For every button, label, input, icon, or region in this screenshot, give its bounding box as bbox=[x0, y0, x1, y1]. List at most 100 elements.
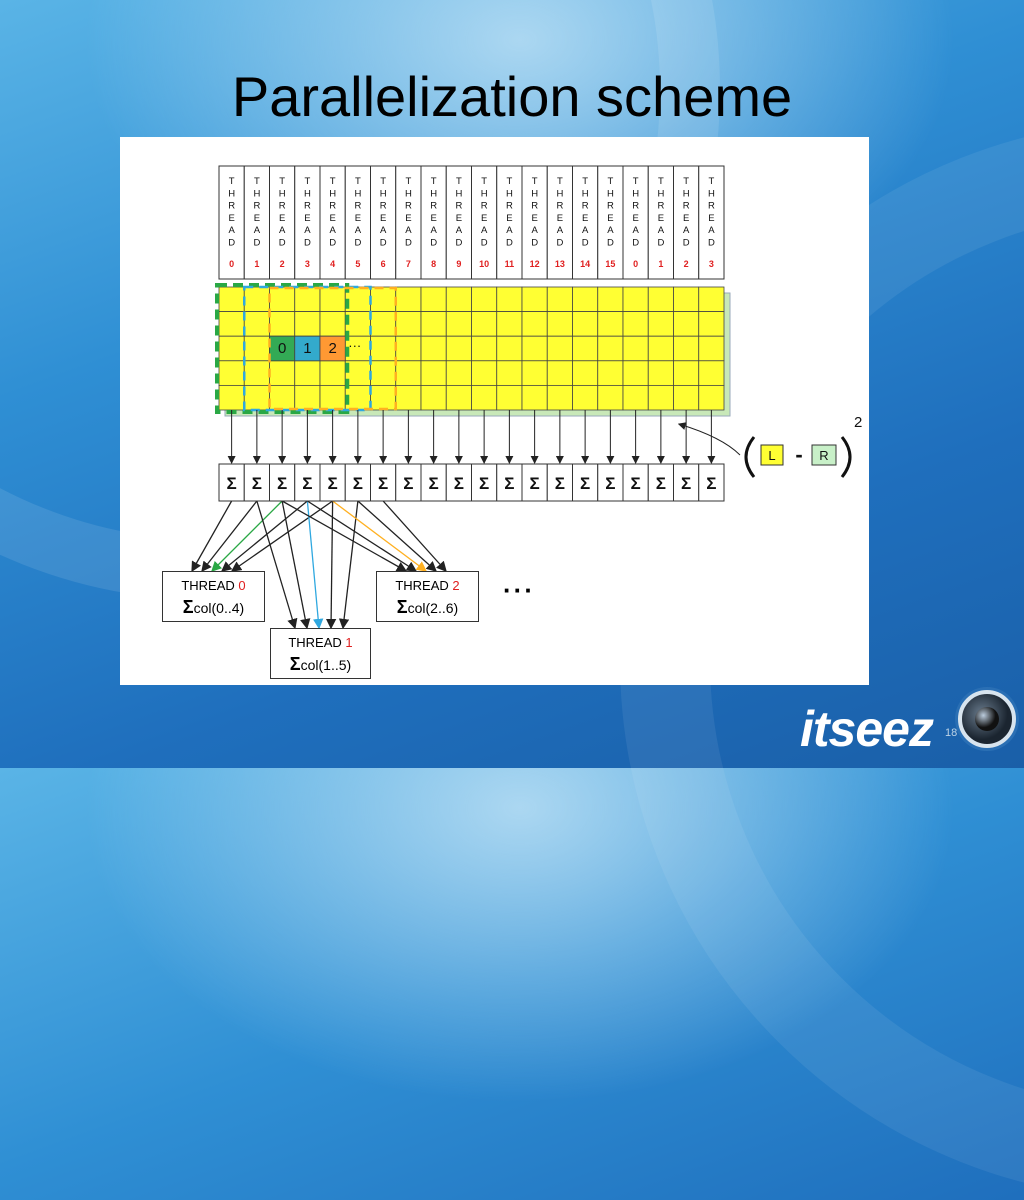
grid-cell bbox=[698, 311, 725, 337]
thread-header-letter: R bbox=[380, 201, 387, 212]
sum-symbol: Σ bbox=[706, 474, 716, 493]
grid-cell bbox=[243, 286, 270, 313]
sum-symbol: Σ bbox=[681, 474, 691, 493]
thread-header-letter: H bbox=[430, 188, 437, 199]
thread-box-0-sigma: Σ bbox=[182, 597, 194, 617]
thread-header-letter: A bbox=[607, 225, 614, 236]
thread-header-letter: E bbox=[355, 213, 361, 224]
grid-labeled-cell bbox=[294, 335, 321, 362]
grid-cell bbox=[370, 311, 397, 337]
thread-box-0-range: col(0..4) bbox=[193, 600, 245, 616]
thread-header-letter: E bbox=[632, 213, 638, 224]
sum-cell bbox=[572, 463, 599, 502]
sum-to-thread-0-line bbox=[211, 500, 283, 572]
grid-cell bbox=[496, 360, 523, 386]
formula-left-box bbox=[760, 444, 784, 466]
sum-cell bbox=[597, 463, 624, 502]
grid-cell bbox=[445, 311, 472, 337]
formula-minus: - bbox=[795, 442, 802, 467]
sum-cell bbox=[496, 463, 523, 502]
thread-header-letter: H bbox=[632, 188, 639, 199]
thread-header-id: 2 bbox=[280, 259, 285, 269]
thread-header-id: 4 bbox=[330, 259, 335, 269]
sum-symbol: Σ bbox=[530, 474, 540, 493]
thread-header-cell bbox=[622, 165, 649, 280]
grid-cell bbox=[319, 286, 346, 313]
thread-header-letter: R bbox=[607, 201, 614, 212]
grid-cell bbox=[647, 311, 674, 337]
thread-header-letter: E bbox=[456, 213, 462, 224]
thread-box-0: THREAD 0 Σcol(0..4) bbox=[162, 571, 265, 622]
grid-cell bbox=[218, 286, 245, 313]
thread-header-id: 1 bbox=[254, 259, 259, 269]
grid-cell bbox=[218, 384, 245, 411]
thread-header-letter: E bbox=[405, 213, 411, 224]
thread-header-letter: E bbox=[708, 213, 714, 224]
sum-to-thread-1-line bbox=[256, 500, 298, 630]
grid-cell bbox=[496, 384, 523, 411]
slide-title: Parallelization scheme bbox=[231, 65, 793, 128]
thread-header-cell bbox=[471, 165, 498, 280]
grid-cell bbox=[370, 384, 397, 411]
sum-cell bbox=[269, 463, 296, 502]
grid-cell bbox=[521, 384, 548, 411]
thread-header-letter: T bbox=[330, 176, 336, 187]
grid-cell bbox=[243, 335, 270, 362]
thread-header-letter: R bbox=[304, 201, 311, 212]
thread-box-2-id: 2 bbox=[452, 578, 460, 593]
thread-header-letter: T bbox=[279, 176, 285, 187]
grid-cell bbox=[420, 286, 447, 313]
thread-header-letter: R bbox=[329, 201, 336, 212]
thread-header-id: 0 bbox=[633, 259, 638, 269]
thread-header-letter: A bbox=[228, 225, 235, 236]
thread-header-letter: A bbox=[632, 225, 639, 236]
sum-to-thread-1-line bbox=[338, 500, 359, 630]
thread-header-id: 3 bbox=[305, 259, 310, 269]
formula-left-label: L bbox=[768, 448, 775, 463]
grid-cell bbox=[344, 384, 371, 411]
grid-cell bbox=[294, 360, 321, 386]
thread-header-cell bbox=[370, 165, 397, 280]
grid-cell bbox=[243, 311, 270, 337]
thread-header-letter: R bbox=[354, 201, 361, 212]
thread-header-letter: A bbox=[481, 225, 488, 236]
sum-cell bbox=[471, 463, 498, 502]
parallelization-diagram: THREAD0THREAD1THREAD2THREAD3THREAD4THREA… bbox=[191, 165, 862, 630]
thread-header-letter: T bbox=[355, 176, 361, 187]
thread-header-cell bbox=[294, 165, 321, 280]
grid-cell bbox=[471, 286, 498, 313]
grid-cell bbox=[622, 311, 649, 337]
grid-cell bbox=[572, 311, 599, 337]
grid-cell bbox=[294, 311, 321, 337]
thread-header-letter: A bbox=[355, 225, 362, 236]
thread-header-letter: R bbox=[582, 201, 589, 212]
thread-header-letter: R bbox=[430, 201, 437, 212]
grid-cell bbox=[521, 286, 548, 313]
grid-cell bbox=[218, 360, 245, 386]
thread-header-letter: E bbox=[506, 213, 512, 224]
grid-cell bbox=[673, 360, 700, 386]
thread-header-letter: D bbox=[632, 238, 639, 249]
grid-cell bbox=[521, 335, 548, 362]
sum-symbol: Σ bbox=[328, 474, 338, 493]
thread-header-letter: D bbox=[708, 238, 715, 249]
thread-header-letter: D bbox=[531, 238, 538, 249]
formula-exponent: 2 bbox=[854, 414, 862, 431]
thread-header-letter: E bbox=[380, 213, 386, 224]
grid-cell bbox=[673, 286, 700, 313]
formula-right-box bbox=[811, 444, 837, 466]
grid-cell bbox=[698, 384, 725, 411]
thread-header-letter: H bbox=[354, 188, 361, 199]
thread-header-letter: D bbox=[354, 238, 361, 249]
thread-header-letter: D bbox=[380, 238, 387, 249]
thread-header-letter: T bbox=[380, 176, 386, 187]
grid-cell bbox=[269, 311, 296, 337]
thread-header-letter: H bbox=[380, 188, 387, 199]
thread-header-letter: A bbox=[683, 225, 690, 236]
grid-cell bbox=[420, 311, 447, 337]
grid-cell bbox=[622, 384, 649, 411]
thread-header-letter: T bbox=[607, 176, 613, 187]
sum-cell bbox=[243, 463, 270, 502]
thread-box-0-id: 0 bbox=[238, 578, 246, 593]
grid-cell bbox=[370, 360, 397, 386]
